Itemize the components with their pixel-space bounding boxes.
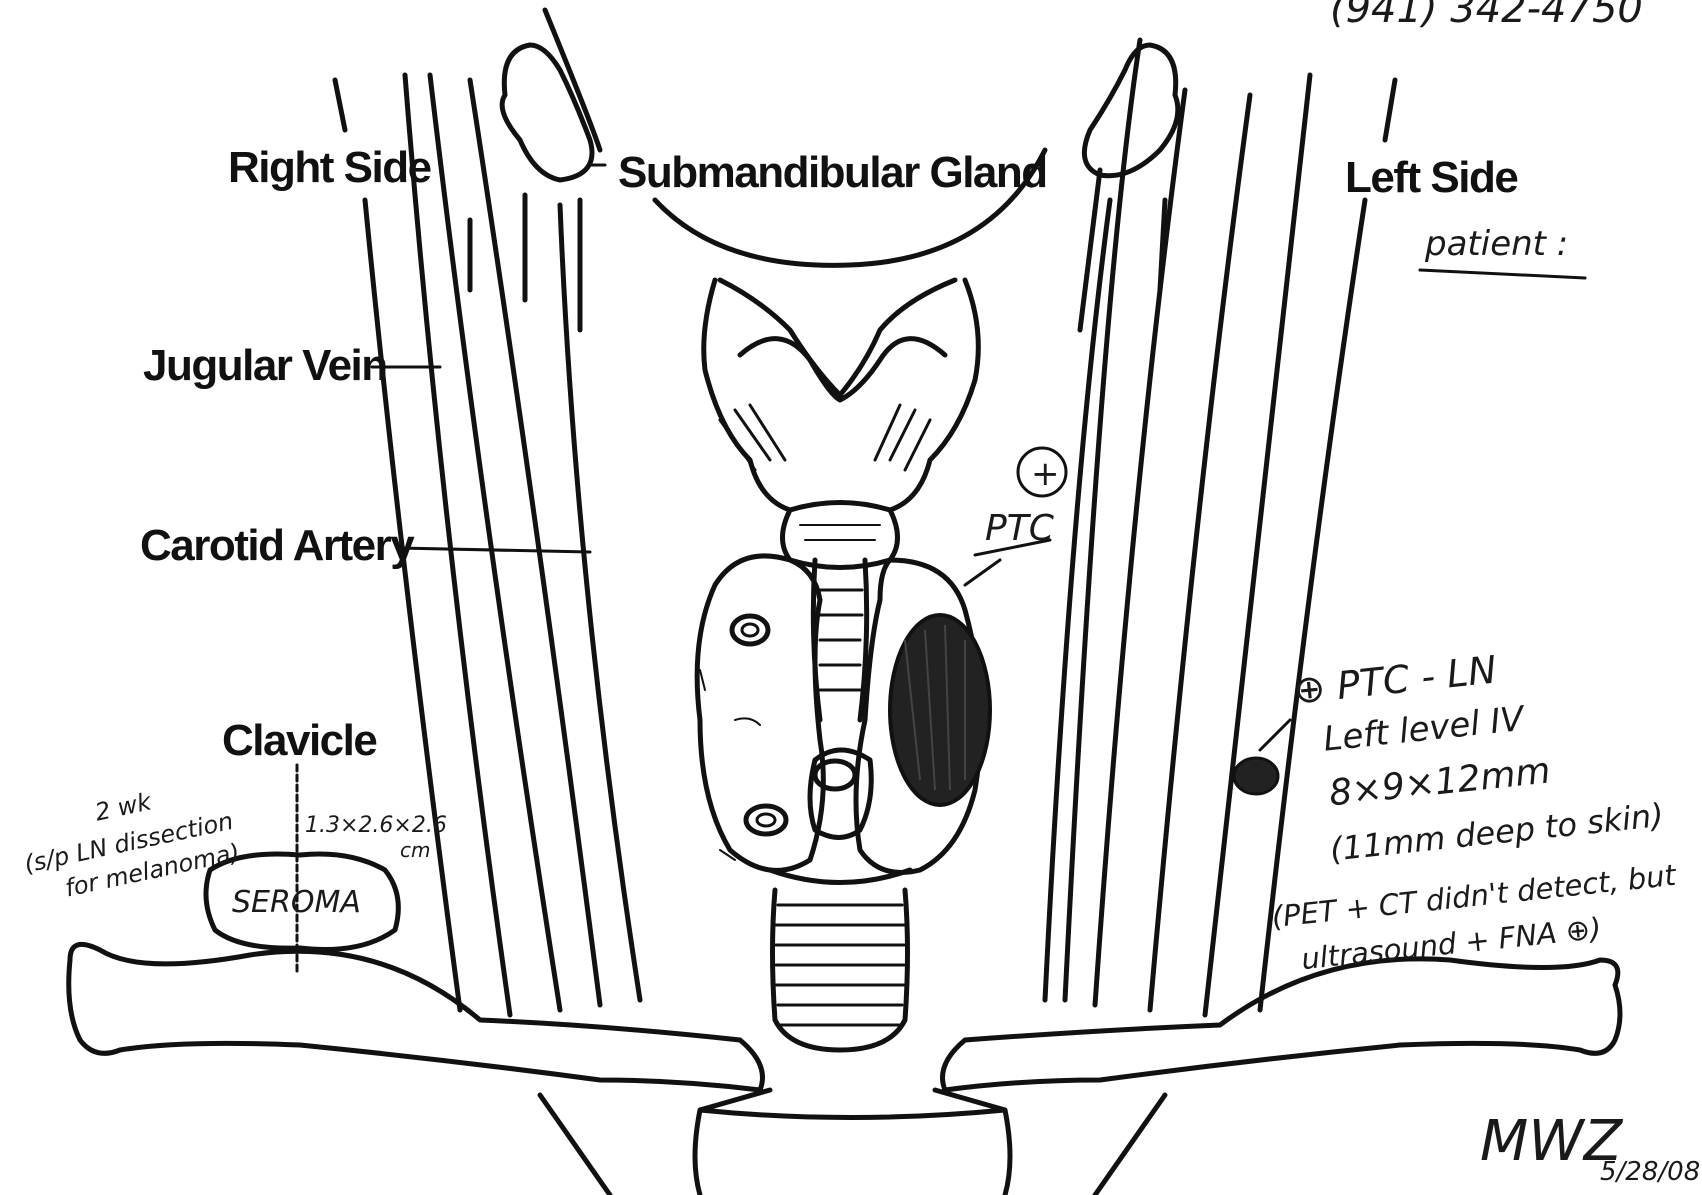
label-jugular-vein: Jugular Vein <box>143 341 387 390</box>
ptc-label: PTC <box>985 508 1055 549</box>
seroma-size: 1.3×2.6×2.6 <box>305 813 447 838</box>
ln-line1: ⊕ PTC - LN <box>1291 648 1499 713</box>
ptc-tumor <box>890 615 990 805</box>
patient-label: patient : <box>1424 224 1568 264</box>
right-submandibular-gland <box>502 45 592 180</box>
lymph-node-marker <box>1234 720 1290 794</box>
signature-date: 5/28/08 <box>1600 1157 1700 1187</box>
label-carotid-artery: Carotid Artery <box>140 521 415 570</box>
seroma-unit: cm <box>400 838 430 862</box>
label-left-side: Left Side <box>1345 153 1517 202</box>
trachea <box>770 560 910 1050</box>
right-lobe-nodules <box>700 616 855 860</box>
seroma-note-line1: 2 wk <box>93 787 155 826</box>
phone-fragment: (941) 342-4750 <box>1330 0 1643 32</box>
ptc-plus: + <box>1031 454 1060 494</box>
label-right-side: Right Side <box>228 143 431 192</box>
seroma-label: SEROMA <box>232 885 361 920</box>
label-submandibular-gland: Submandibular Gland <box>618 148 1047 197</box>
clavicles <box>69 944 1620 1195</box>
larynx <box>704 280 979 568</box>
ln-line3: 8×9×12mm <box>1327 750 1552 814</box>
ln-line5: (PET + CT didn't detect, but <box>1270 858 1679 934</box>
label-clavicle: Clavicle <box>222 716 376 765</box>
ln-finding-note: ⊕ PTC - LN Left level IV 8×9×12mm (11mm … <box>1246 631 1683 979</box>
ln-line2: Left level IV <box>1322 699 1529 760</box>
left-neck-lines <box>1045 40 1395 1015</box>
